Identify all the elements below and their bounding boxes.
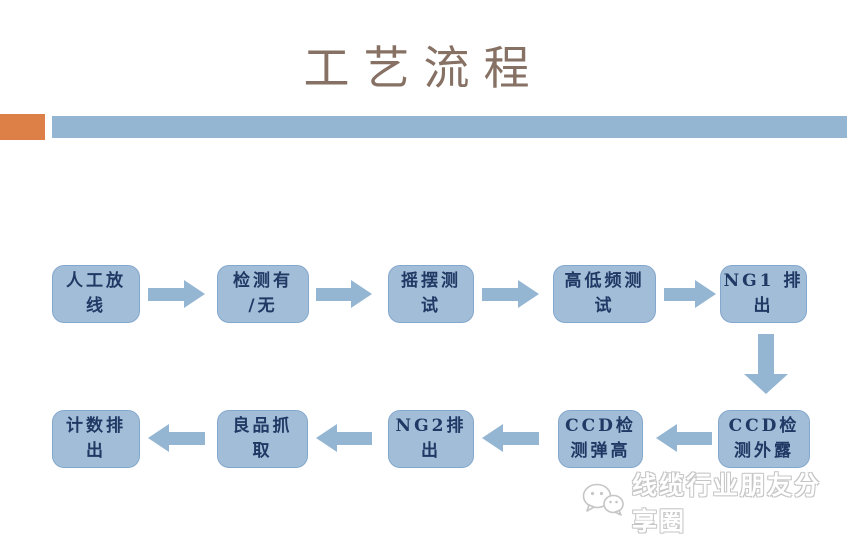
arrow-shaft (148, 287, 184, 301)
arrow-shaft (758, 334, 774, 374)
flow-step-manual-wire-feed: 人工放 线 (52, 265, 140, 323)
arrow-left-icon (482, 424, 539, 452)
flow-step-count-eject: 计数排 出 (52, 410, 140, 468)
accent-bar-orange (0, 114, 45, 140)
arrow-right-icon (664, 280, 716, 308)
arrow-head (351, 280, 372, 308)
arrow-down-icon (744, 334, 788, 394)
flow-step-ccd-spring-height: CCD检 测弹高 (558, 410, 643, 468)
watermark: 线缆行业朋友分享圈 (580, 466, 847, 538)
flow-step-swing-test: 摇摆测 试 (388, 265, 474, 323)
watermark-text: 线缆行业朋友分享圈 (632, 471, 822, 536)
arrow-shaft (316, 287, 351, 301)
arrow-left-icon (316, 424, 372, 452)
arrow-left-icon (148, 424, 205, 452)
arrow-head (656, 424, 677, 452)
flow-step-ng2-eject: NG2排 出 (388, 410, 474, 468)
arrow-head (744, 374, 788, 394)
arrow-head (148, 424, 169, 452)
arrow-right-icon (316, 280, 372, 308)
accent-bar-blue (52, 116, 847, 138)
wechat-icon (580, 482, 626, 522)
flow-step-good-product-pick: 良品抓 取 (217, 410, 308, 468)
flow-step-ng1-eject: NG1 排 出 (720, 265, 807, 323)
arrow-shaft (337, 431, 372, 445)
arrow-shaft (677, 431, 712, 445)
arrow-shaft (664, 287, 695, 301)
flow-step-detect-presence: 检测有 /无 (217, 265, 309, 323)
arrow-shaft (169, 431, 205, 445)
arrow-head (316, 424, 337, 452)
page-title: 工艺流程 (303, 41, 544, 95)
arrow-shaft (503, 431, 539, 445)
arrow-head (695, 280, 716, 308)
arrow-right-icon (148, 280, 205, 308)
arrow-left-icon (656, 424, 712, 452)
flow-step-high-low-freq-test: 高低频测 试 (553, 265, 656, 323)
arrow-shaft (482, 287, 518, 301)
arrow-right-icon (482, 280, 539, 308)
flow-step-ccd-exposure: CCD检 测外露 (718, 410, 810, 468)
arrow-head (482, 424, 503, 452)
arrow-head (184, 280, 205, 308)
arrow-head (518, 280, 539, 308)
